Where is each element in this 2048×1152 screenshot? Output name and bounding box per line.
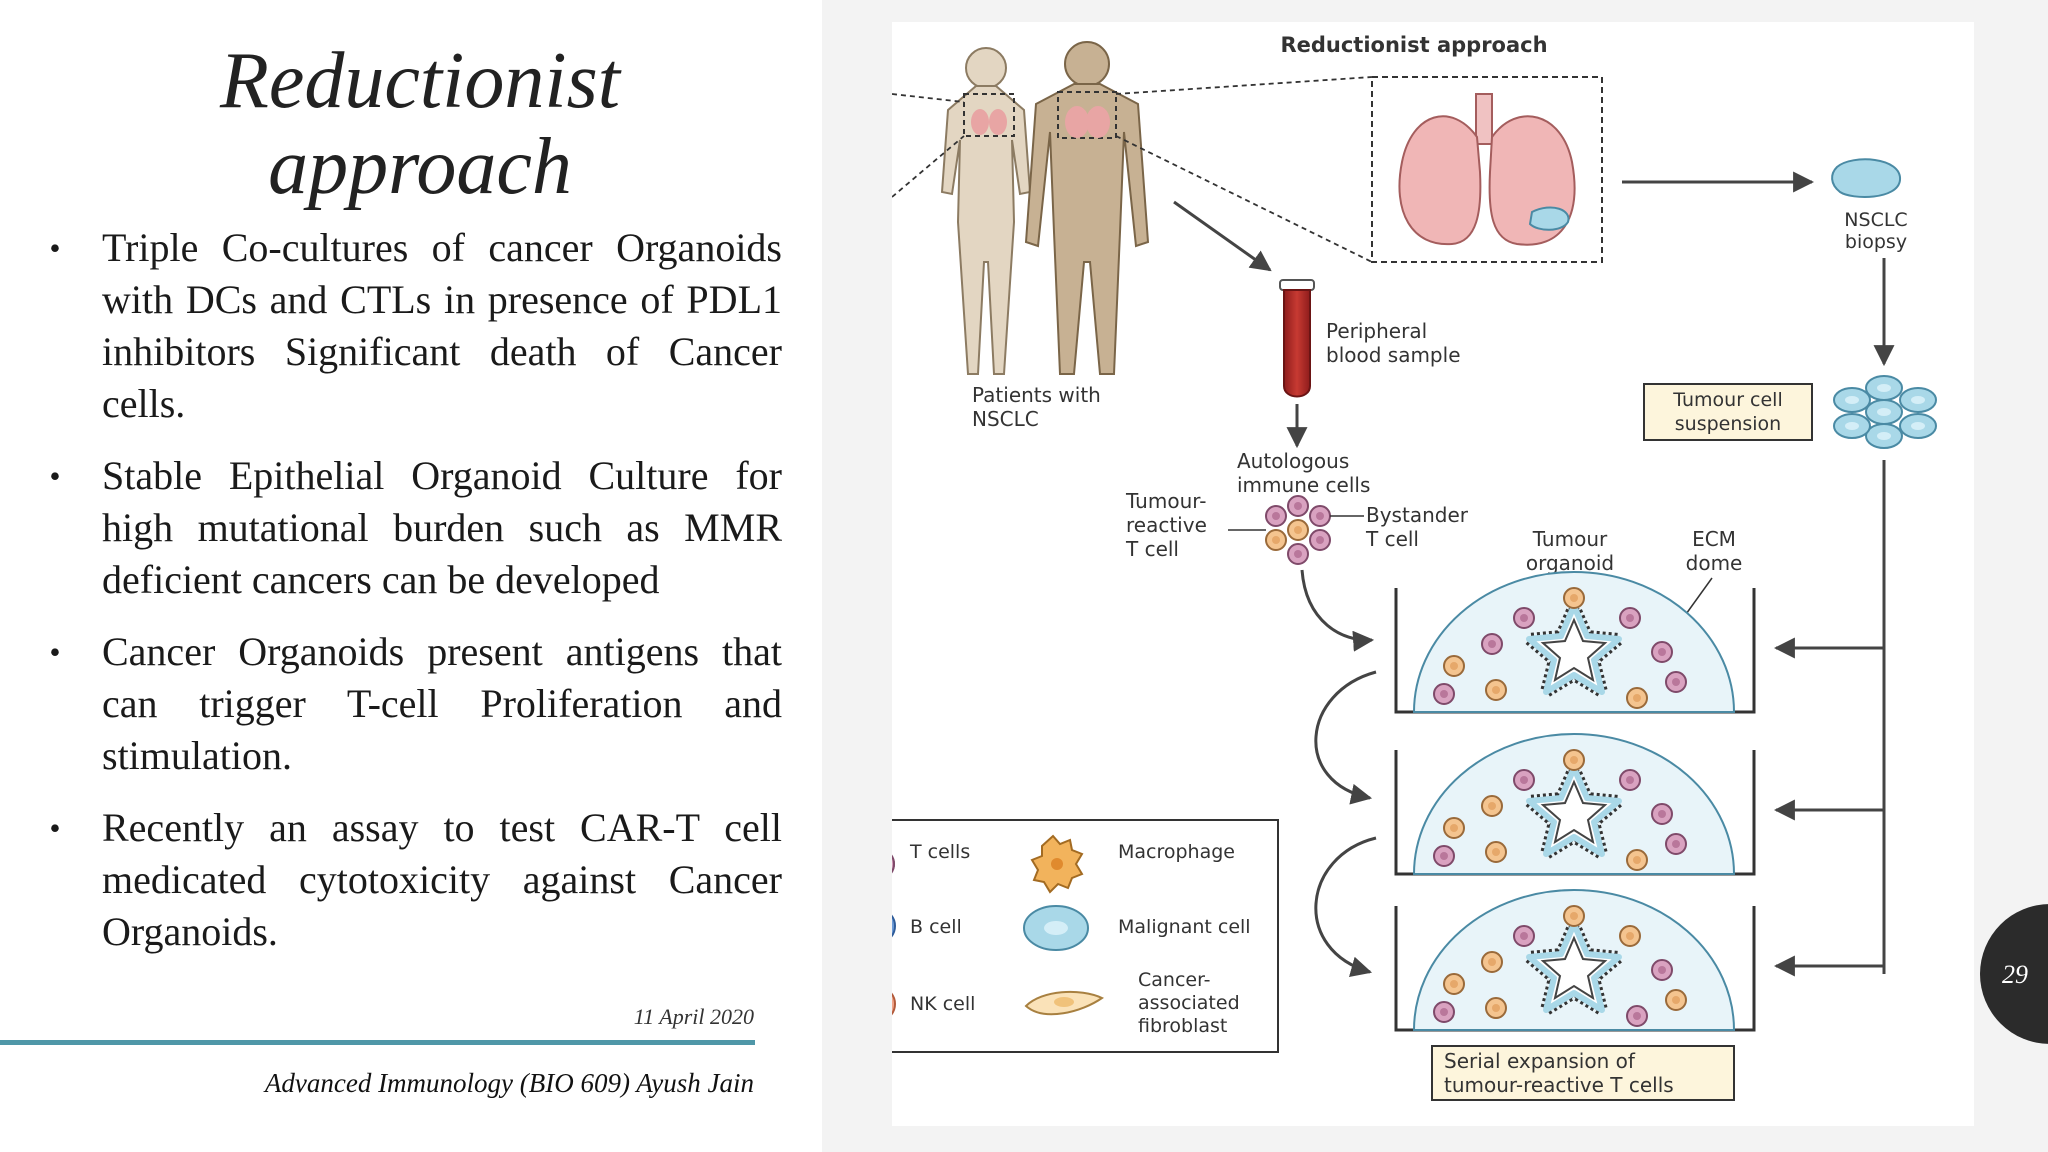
serial-label-1: Serial expansion of [1444,1049,1636,1073]
bullet-dot: • [49,230,61,266]
tumour-suspension-label-2: suspension [1675,413,1781,435]
slide-footer: Advanced Immunology (BIO 609) Ayush Jain [264,1068,754,1098]
bystander-label-1: Bystander [1366,503,1469,527]
legend-t-cells-icon [892,854,895,874]
ecm-label-2: dome [1686,551,1743,575]
reductionist-approach-diagram: Reductionist approach [892,33,1937,1101]
legend-b-cell-icon [892,914,896,938]
tumour-organoid-label-2: organoid [1526,551,1614,575]
title-line-2: approach [268,123,572,211]
bullet-list: • Triple Co-cultures of cancer Organoids … [40,222,782,978]
tumour-reactive-label-3: T cell [1125,537,1179,561]
tumour-reactive-label-2: reactive [1126,513,1207,537]
blood-tube [1279,279,1315,398]
bullet-item: • Stable Epithelial Organoid Culture for … [40,450,782,606]
bullet-dot: • [49,810,61,846]
tumour-organoid-label-1: Tumour [1532,527,1608,551]
ecm-label-1: ECM [1692,527,1736,551]
culture-dish-1 [1394,571,1756,714]
lungs-image [1398,93,1576,246]
culture-dish-2 [1394,733,1756,876]
figure-title: Reductionist approach [1280,33,1547,57]
legend-nk-cell-label: NK cell [910,993,975,1015]
bullet-text: Cancer Organoids present antigens that c… [102,629,782,778]
tumour-suspension-label-1: Tumour cell [1672,389,1782,411]
nsclc-biopsy-sample [1831,158,1902,198]
bystander-label-2: T cell [1365,527,1419,551]
legend-caf-label-2: associated [1138,992,1240,1014]
serial-label-2: tumour-reactive T cells [1444,1073,1674,1097]
tumour-reactive-label-1: Tumour- [1125,489,1206,513]
autologous-label-2: immune cells [1237,473,1370,497]
arrow-dish-1-to-dish-2 [1314,670,1377,805]
legend-malignant-cell-label: Malignant cell [1118,916,1251,938]
arrow-dish-2-to-dish-3 [1314,836,1377,977]
culture-dish-3 [1394,889,1756,1032]
legend-b-cell-label: B cell [910,916,962,938]
peripheral-label-2: blood sample [1326,343,1461,367]
female-silhouette [940,47,1032,375]
bullet-text: Triple Co-cultures of cancer Organoids w… [102,225,782,426]
nsclc-biopsy-label-1: NSCLC [1844,209,1907,231]
bullet-text: Recently an assay to test CAR-T cell med… [102,805,782,954]
patients-label-2: NSCLC [972,407,1039,431]
autologous-label-1: Autologous [1237,449,1349,473]
immune-cell-cluster [1265,495,1331,565]
male-silhouette [1024,41,1150,375]
lung-inset-box [1371,76,1603,263]
tumour-cell-suspension-cells [1833,375,1937,449]
arrow-immune-to-dish-1 [1300,569,1375,652]
legend-malignant-cell-icon [1023,905,1089,951]
bullet-item: • Triple Co-cultures of cancer Organoids … [40,222,782,430]
arrow-to-blood [1173,200,1272,272]
figure-panel: Reductionist approach [892,22,1974,1126]
bullet-item: • Recently an assay to test CAR-T cell me… [40,802,782,958]
page-number: 29 [2002,960,2028,989]
legend-nk-cell-icon [892,992,896,1016]
zoom-lines [892,76,1373,263]
legend: T cells Macrophage B cell Malignant cell… [892,819,1279,1053]
legend-fibroblast-icon [1024,990,1105,1016]
bullet-dot: • [49,458,61,494]
bullet-text: Stable Epithelial Organoid Culture for h… [102,453,782,602]
title-line-1: Reductionist [220,37,620,125]
legend-t-cells-label: T cells [909,841,970,863]
slide-date: 11 April 2020 [633,1004,754,1029]
legend-caf-label-3: fibroblast [1138,1015,1227,1037]
legend-caf-label-1: Cancer- [1138,969,1211,991]
bullet-item: • Cancer Organoids present antigens that … [40,626,782,782]
patients-label-1: Patients with [972,383,1101,407]
patient-silhouettes [940,41,1150,375]
tumour-suspension-box [1643,383,1813,441]
footer-divider [0,1040,755,1045]
legend-macrophage-icon [1030,834,1084,894]
legend-macrophage-label: Macrophage [1118,841,1235,863]
bullet-dot: • [49,634,61,670]
peripheral-label-1: Peripheral [1326,319,1427,343]
serial-expansion-box [1431,1045,1735,1101]
nsclc-biopsy-label-2: biopsy [1845,231,1907,253]
slide-title: Reductionist approach [100,38,740,210]
